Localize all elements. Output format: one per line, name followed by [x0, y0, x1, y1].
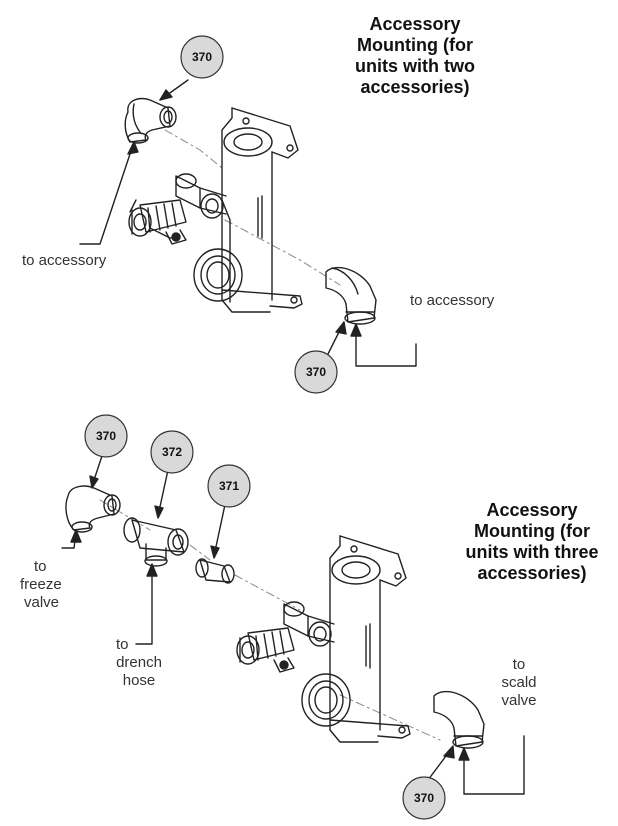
label-to-drench-hose: to drench hose — [110, 636, 168, 690]
label-to-scald-valve: to scald valve — [494, 656, 544, 710]
callout-bottom-nipple: 371 — [207, 464, 251, 508]
top-valve-body — [175, 107, 303, 313]
bottom-nipple — [195, 558, 235, 584]
callout-text: 370 — [192, 50, 212, 64]
top-title-line: Accessory — [369, 14, 461, 34]
label-line: hose — [122, 672, 156, 689]
callout-text: 370 — [414, 791, 434, 805]
top-title: Accessory Mounting (for units with two a… — [330, 14, 500, 98]
label-line: to — [512, 656, 526, 673]
bottom-title-line: Mounting (for — [474, 521, 590, 541]
bottom-title-line: accessories) — [477, 563, 587, 583]
bottom-title-line: Accessory — [486, 500, 578, 520]
top-title-line: units with two — [355, 56, 475, 76]
bottom-alignment-lines — [99, 499, 441, 741]
top-elbow-lower — [325, 267, 377, 325]
callout-text: 370 — [306, 365, 326, 379]
callout-top-lower: 370 — [294, 350, 338, 394]
callout-text: 371 — [219, 479, 239, 493]
label-line: to — [116, 636, 129, 653]
callout-bottom-lower: 370 — [402, 776, 446, 820]
label-line: valve — [24, 594, 60, 611]
callout-bottom-tee: 372 — [150, 430, 194, 474]
top-title-line: accessories) — [360, 77, 470, 97]
top-elbow-upper — [124, 97, 177, 144]
label-line: freeze — [20, 576, 62, 593]
bottom-valve-body — [283, 535, 411, 743]
bottom-elbow-lower — [433, 691, 485, 749]
top-title-line: Mounting (for — [357, 35, 473, 55]
bottom-ball-valve — [236, 627, 295, 673]
label-line: drench — [116, 654, 162, 671]
callout-top-upper: 370 — [180, 35, 224, 79]
label-to-accessory-right: to accessory — [410, 292, 495, 309]
bottom-title: Accessory Mounting (for units with three… — [452, 500, 612, 584]
label-line: scald — [501, 674, 537, 691]
bottom-title-line: units with three — [465, 542, 599, 562]
top-leader-lines — [79, 79, 417, 367]
bottom-elbow — [65, 485, 121, 533]
label-line: valve — [501, 692, 537, 709]
label-line: to — [34, 558, 47, 575]
callout-bottom-elbow: 370 — [84, 414, 128, 458]
label-to-freeze-valve: to freeze valve — [20, 558, 62, 612]
callout-text: 370 — [96, 429, 116, 443]
label-to-accessory-left: to accessory — [22, 252, 107, 269]
top-ball-valve — [128, 199, 187, 245]
top-alignment-lines — [164, 129, 341, 286]
bottom-leader-lines — [61, 455, 525, 795]
callout-text: 372 — [162, 445, 182, 459]
bottom-tee — [123, 517, 189, 567]
